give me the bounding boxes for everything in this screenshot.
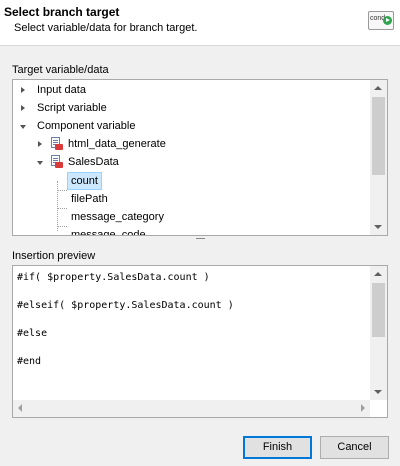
dialog-subtitle: Select variable/data for branch target. [14,22,198,34]
expand-arrow-icon[interactable] [21,87,25,93]
tree-item-label: message_code [71,229,146,236]
tree-connector-line [57,190,67,191]
pane-splitter[interactable] [196,238,205,239]
data-component-icon [51,155,63,168]
tree-item-label: html_data_generate [68,138,166,150]
preview-line: #else [17,328,48,339]
finish-button[interactable]: Finish [243,436,312,459]
tree-item-label: Component variable [37,120,136,132]
expand-arrow-icon[interactable] [21,105,25,111]
scroll-down-icon[interactable] [374,225,382,229]
tree-item-salesdata[interactable]: SalesData [13,153,370,171]
tree-connector-line [57,181,58,231]
dialog-header: Select branch target Select variable/dat… [0,0,400,46]
scroll-left-icon[interactable] [18,404,22,412]
insertion-preview[interactable]: #if( $property.SalesData.count ) #elseif… [12,265,388,418]
scroll-up-icon[interactable] [374,272,382,276]
tree-vertical-scrollbar[interactable] [370,80,387,235]
tree-item-label: Input data [37,84,86,96]
preview-vertical-scrollbar[interactable] [370,266,387,400]
scrollbar-thumb[interactable] [372,283,385,337]
cond-icon-label: cond [370,15,386,22]
collapse-arrow-icon[interactable] [20,125,26,129]
tree-item-label: SalesData [68,156,119,168]
tree-item-label: Script variable [37,102,107,114]
tree-item-label: message_category [71,211,164,223]
tree-item-html-data-generate[interactable]: html_data_generate [13,135,370,153]
preview-horizontal-scrollbar[interactable] [13,400,370,417]
data-component-icon [51,137,63,150]
tree-item-filepath[interactable]: filePath [13,190,370,208]
tree-item-input-data[interactable]: Input data [13,81,370,99]
cancel-button[interactable]: Cancel [320,436,389,459]
variable-tree[interactable]: Input data Script variable Component var… [12,79,388,236]
tree-item-count[interactable]: count [13,172,370,190]
tree-item-message-code[interactable]: message_code [13,226,370,236]
scrollbar-thumb[interactable] [372,97,385,175]
scroll-up-icon[interactable] [374,86,382,90]
tree-connector-line [57,226,67,227]
preview-line: #end [17,356,42,367]
cond-arrow-icon: cond [368,11,394,30]
green-arrow-icon [383,16,392,25]
scroll-down-icon[interactable] [374,390,382,394]
tree-item-message-category[interactable]: message_category [13,208,370,226]
tree-item-component-variable[interactable]: Component variable [13,117,370,135]
tree-item-label: filePath [71,193,108,205]
dialog-title: Select branch target [4,5,120,19]
collapse-arrow-icon[interactable] [37,161,43,165]
expand-arrow-icon[interactable] [38,141,42,147]
tree-item-label-selected: count [67,172,102,190]
target-section-label: Target variable/data [12,64,109,76]
scroll-right-icon[interactable] [361,404,365,412]
preview-section-label: Insertion preview [12,250,96,262]
preview-line: #if( $property.SalesData.count ) [17,272,210,283]
tree-item-script-variable[interactable]: Script variable [13,99,370,117]
preview-line: #elseif( $property.SalesData.count ) [17,300,234,311]
tree-connector-line [57,208,67,209]
